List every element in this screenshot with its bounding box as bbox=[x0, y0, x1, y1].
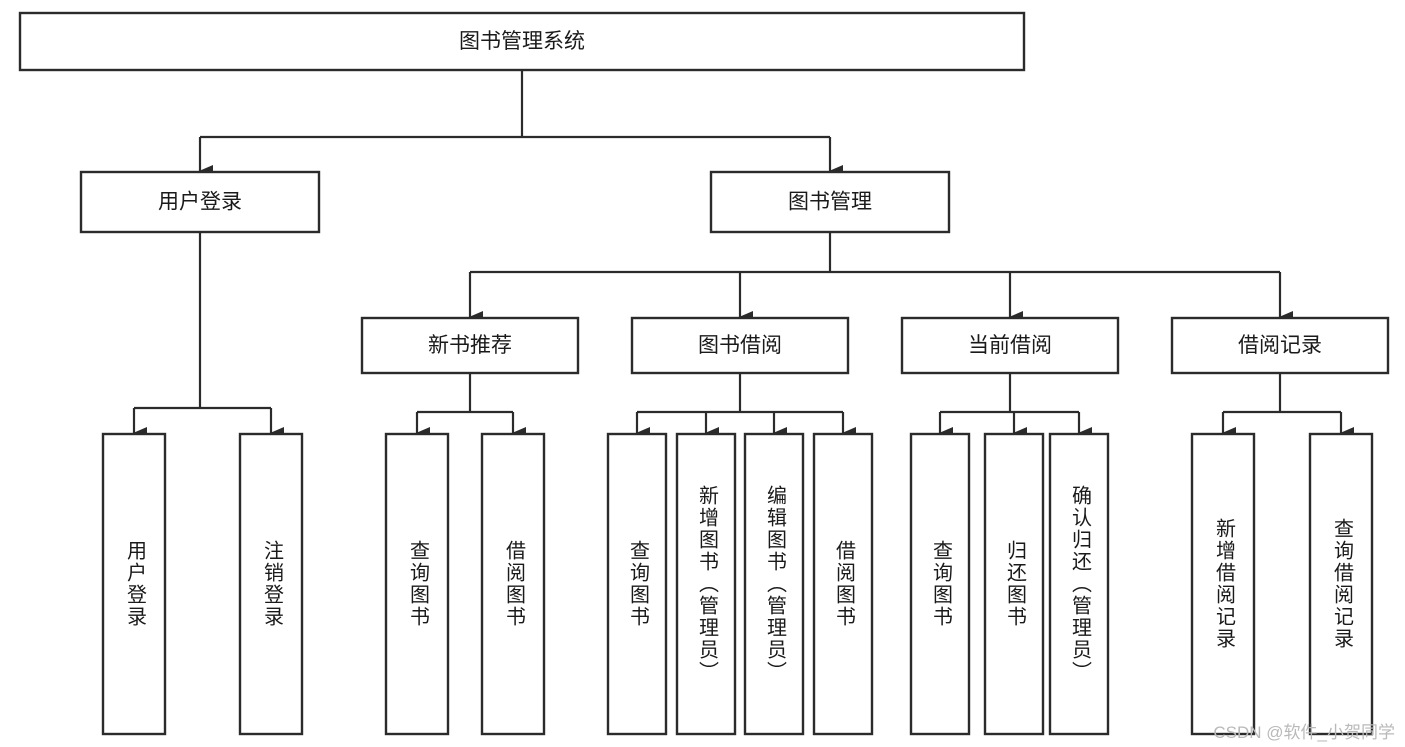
node-label: 图书管理系统 bbox=[459, 30, 585, 53]
node-label: 当前借阅 bbox=[968, 334, 1052, 357]
node-leaf-query-book-cb[interactable] bbox=[909, 432, 971, 736]
node-leaf-query-record[interactable] bbox=[1308, 432, 1374, 736]
watermark-text: CSDN @软件_小贺同学 bbox=[1213, 723, 1395, 742]
node-leaf-edit-book[interactable] bbox=[743, 432, 805, 736]
node-label: 借阅记录 bbox=[1238, 334, 1322, 357]
node-leaf-confirm-return[interactable] bbox=[1048, 432, 1110, 736]
node-borrow-record[interactable] bbox=[1170, 316, 1390, 375]
node-leaf-query-book-bw[interactable] bbox=[606, 432, 668, 736]
node-new-book-rec[interactable] bbox=[360, 316, 580, 375]
node-label: 图书借阅 bbox=[698, 334, 782, 357]
node-leaf-borrow-book-bw[interactable] bbox=[812, 432, 874, 736]
node-user-login[interactable] bbox=[79, 170, 321, 234]
node-leaf-add-record[interactable] bbox=[1190, 432, 1256, 736]
node-book-borrow[interactable] bbox=[630, 316, 850, 375]
node-leaf-borrow-book-rec[interactable] bbox=[480, 432, 546, 736]
node-book-manage[interactable] bbox=[709, 170, 951, 234]
node-leaf-query-book-rec[interactable] bbox=[384, 432, 450, 736]
node-label: 新书推荐 bbox=[428, 334, 512, 357]
node-leaf-user-login[interactable] bbox=[101, 432, 167, 736]
node-label: 图书管理 bbox=[788, 191, 872, 214]
node-label: 用户登录 bbox=[158, 191, 242, 214]
node-current-borrow[interactable] bbox=[900, 316, 1120, 375]
node-leaf-add-book[interactable] bbox=[675, 432, 737, 736]
node-leaf-user-logout[interactable] bbox=[238, 432, 304, 736]
node-leaf-return-book[interactable] bbox=[983, 432, 1045, 736]
connector-layer bbox=[132, 70, 1354, 439]
node-root[interactable] bbox=[18, 11, 1026, 72]
